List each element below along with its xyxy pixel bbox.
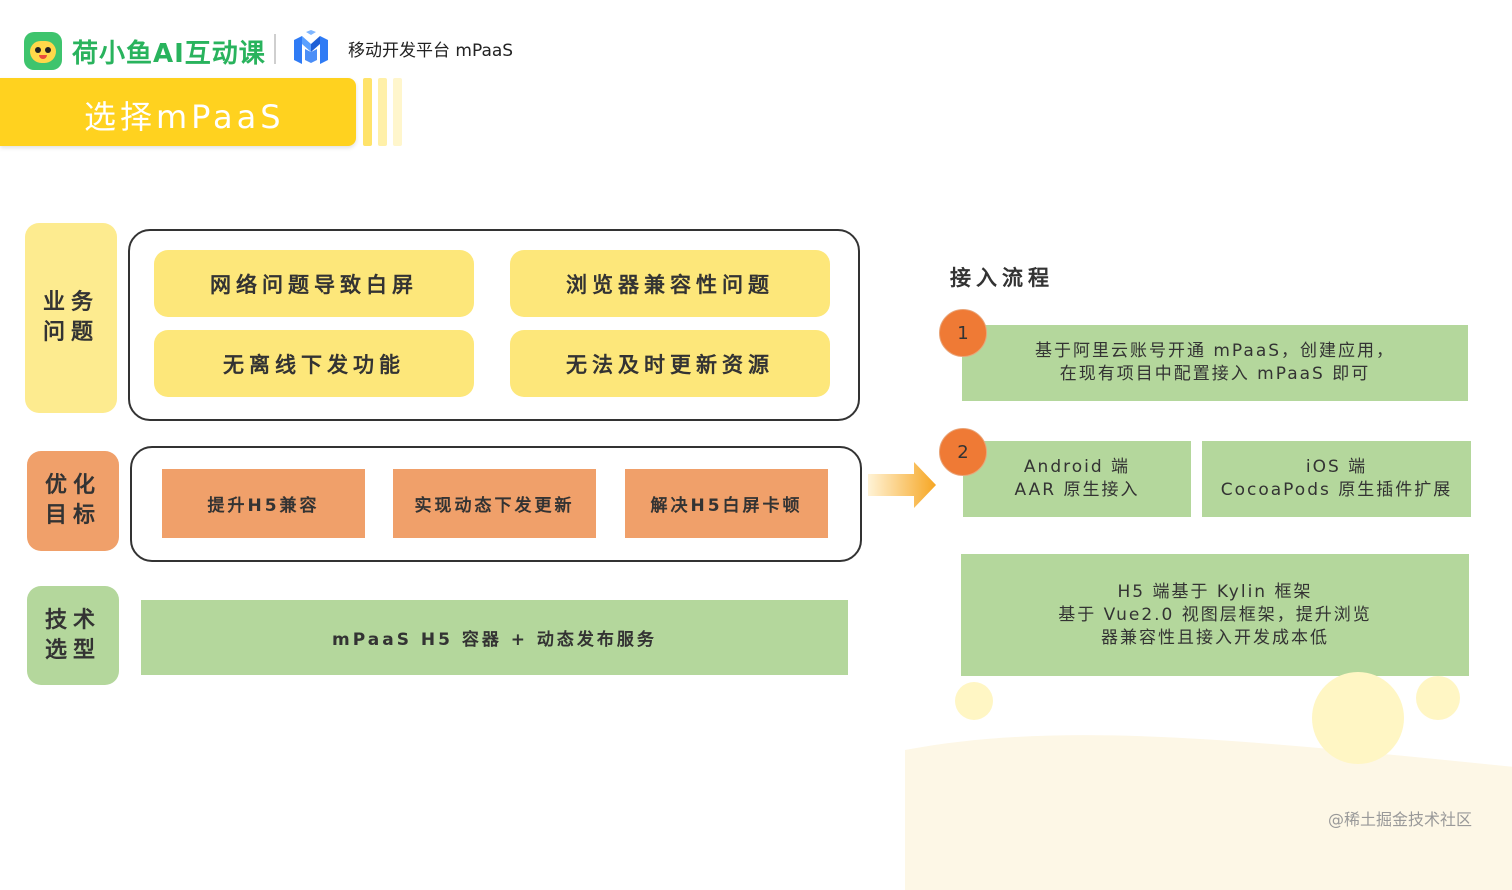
business-problems-label: 业务 问题 xyxy=(25,223,117,413)
decorative-circle xyxy=(1312,672,1404,764)
h5-line: 器兼容性且接入开发成本低 xyxy=(1101,627,1329,648)
header-divider xyxy=(274,34,276,64)
step1-line: 基于阿里云账号开通 mPaaS，创建应用， xyxy=(1034,341,1396,361)
ios-line: iOS 端 xyxy=(1305,457,1368,477)
goal-item: 解决H5白屏卡顿 xyxy=(625,469,828,538)
page-title: 选择mPaaS xyxy=(84,98,285,136)
step2-badge: 2 xyxy=(939,428,987,476)
android-line: Android 端 xyxy=(1023,457,1131,477)
problem-item: 无离线下发功能 xyxy=(154,330,474,397)
android-line: AAR 原生接入 xyxy=(1014,480,1140,500)
h5-box: H5 端基于 Kylin 框架 基于 Vue2.0 视图层框架，提升浏览 器兼容… xyxy=(961,554,1469,676)
android-box: Android 端 AAR 原生接入 xyxy=(963,441,1191,517)
watermark: @稀土掘金技术社区 xyxy=(1328,810,1473,829)
flow-title: 接入流程 xyxy=(950,266,1054,290)
problem-item: 浏览器兼容性问题 xyxy=(510,250,830,317)
brand-name: 荷小鱼AI互动课 xyxy=(72,39,266,69)
goal-item: 实现动态下发更新 xyxy=(393,469,596,538)
step1-line: 在现有项目中配置接入 mPaaS 即可 xyxy=(1059,364,1371,384)
step1-box: 基于阿里云账号开通 mPaaS，创建应用， 在现有项目中配置接入 mPaaS 即… xyxy=(962,325,1468,401)
ios-box: iOS 端 CocoaPods 原生插件扩展 xyxy=(1202,441,1471,517)
arrow-right-icon xyxy=(868,462,936,508)
h5-line: H5 端基于 Kylin 框架 xyxy=(1117,581,1313,602)
optimize-goals-label: 优化 目标 xyxy=(27,451,119,551)
tech-choice-label: 技术 选型 xyxy=(27,586,119,685)
platform-name: 移动开发平台 mPaaS xyxy=(348,41,514,61)
problem-item: 无法及时更新资源 xyxy=(510,330,830,397)
goal-item: 提升H5兼容 xyxy=(162,469,365,538)
title-banner xyxy=(0,78,356,146)
decorative-circle xyxy=(955,682,993,720)
banner-stripe xyxy=(393,78,402,146)
brand-logo-icon xyxy=(24,32,62,70)
step1-badge: 1 xyxy=(939,309,987,357)
tech-choice-bar: mPaaS H5 容器 + 动态发布服务 xyxy=(141,600,848,675)
h5-line: 基于 Vue2.0 视图层框架，提升浏览 xyxy=(1058,604,1372,625)
decorative-circle xyxy=(1416,676,1460,720)
mpaas-logo-icon xyxy=(294,30,328,64)
problem-item: 网络问题导致白屏 xyxy=(154,250,474,317)
banner-stripe xyxy=(378,78,387,146)
ios-line: CocoaPods 原生插件扩展 xyxy=(1220,480,1453,500)
banner-stripe xyxy=(363,78,372,146)
